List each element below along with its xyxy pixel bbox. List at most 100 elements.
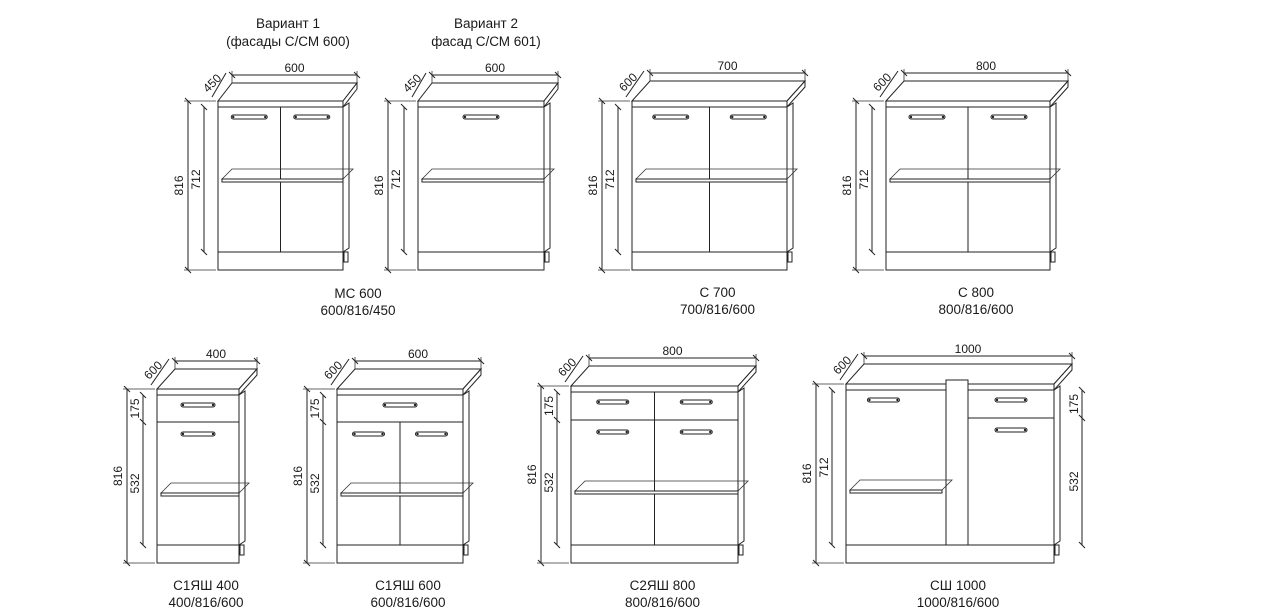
dim-tick: [303, 559, 311, 567]
dim-tick: [553, 388, 561, 396]
dim-tick: [200, 248, 208, 256]
shelf-edge: [574, 490, 739, 495]
handle-screw: [731, 115, 734, 119]
drawer-handle: [596, 399, 630, 405]
handle-screw: [353, 432, 356, 436]
height-label: 816: [525, 464, 539, 484]
inner-height-label: 712: [189, 169, 203, 189]
height-label: 816: [111, 466, 125, 486]
dim-tick: [303, 385, 311, 393]
width-label: 800: [662, 344, 682, 358]
shelf-edge: [421, 178, 545, 183]
countertop-front: [631, 100, 788, 108]
dim-tick: [852, 266, 860, 274]
handle-screw: [909, 115, 913, 119]
countertop-side: [737, 364, 757, 394]
leg: [463, 544, 469, 556]
inner-height-label: 712: [857, 169, 871, 189]
cabinet-name: С1ЯШ 400: [173, 578, 239, 593]
lower-height-label: 532: [542, 472, 556, 492]
dim-tick: [384, 266, 392, 274]
lower-height-label: 532: [128, 473, 142, 493]
inner-height-label: 712: [389, 169, 403, 189]
shelf-edge: [889, 178, 1051, 183]
handle-screw: [991, 115, 995, 119]
side-panel: [1049, 102, 1057, 253]
door-handle: [729, 114, 767, 120]
dim-tick: [614, 103, 622, 111]
handle-screw: [868, 398, 871, 402]
dim-tick: [812, 559, 820, 567]
width-label: 400: [206, 347, 226, 361]
dim-tick: [860, 352, 868, 360]
handle-screw: [625, 400, 628, 404]
leg: [239, 544, 245, 556]
door-handle: [596, 429, 630, 435]
countertop-front: [417, 100, 545, 108]
depth-dim-line: [839, 353, 859, 381]
door-handle: [415, 431, 448, 437]
depth-label: 600: [555, 355, 579, 379]
handle-screw: [896, 398, 899, 402]
dim-tick: [537, 382, 545, 390]
variant-1-title: Вариант 1: [256, 16, 320, 31]
handle-screw: [709, 430, 712, 434]
cabinet-dims: 800/816/600: [625, 595, 700, 610]
leg: [343, 251, 349, 263]
dim-tick: [1068, 352, 1076, 360]
dim-tick: [900, 69, 908, 77]
handle-screw: [597, 430, 600, 434]
dim-tick: [353, 71, 361, 79]
leg: [1050, 251, 1056, 263]
dim-tick: [614, 248, 622, 256]
side-panel: [462, 390, 470, 546]
dim-tick: [139, 541, 147, 549]
handle-screw: [495, 115, 499, 119]
handle-screw: [444, 432, 447, 436]
side-panel: [342, 102, 350, 253]
side-panel: [737, 387, 745, 546]
depth-dim-line: [211, 72, 227, 98]
dim-tick: [384, 97, 392, 105]
handle-screw: [597, 400, 600, 404]
depth-dim-line: [150, 358, 170, 386]
handle-screw: [995, 398, 999, 402]
plinth: [570, 544, 739, 564]
handle-screw: [653, 115, 656, 119]
side-panel: [786, 102, 794, 253]
dim-tick: [200, 103, 208, 111]
countertop-top: [216, 82, 359, 102]
handle-screw: [625, 430, 628, 434]
countertop-side: [543, 81, 559, 109]
door-handle: [652, 114, 690, 120]
drawer-height-label: 175: [1067, 394, 1081, 414]
height-label: 816: [172, 175, 186, 195]
width-label: 600: [485, 61, 505, 75]
width-label: 700: [717, 59, 737, 73]
dim-tick: [477, 357, 485, 365]
cabinet-dims: 600/816/600: [370, 595, 445, 610]
cabinet-body: [156, 394, 240, 546]
dim-tick: [598, 97, 606, 105]
countertop-front: [885, 100, 1051, 108]
plinth: [417, 251, 545, 271]
countertop-side: [342, 81, 358, 109]
dim-tick: [228, 71, 236, 79]
lower-height-label: 532: [1067, 471, 1081, 491]
depth-label: 600: [616, 70, 640, 94]
door-handle: [679, 429, 713, 435]
height-label: 816: [586, 175, 600, 195]
height-label: 816: [372, 175, 386, 195]
dim-tick: [868, 103, 876, 111]
countertop-side: [238, 367, 258, 397]
dim-tick: [123, 559, 131, 567]
depth-label: 450: [200, 71, 224, 95]
height-label: 816: [840, 175, 854, 195]
depth-dim-line: [330, 358, 350, 386]
